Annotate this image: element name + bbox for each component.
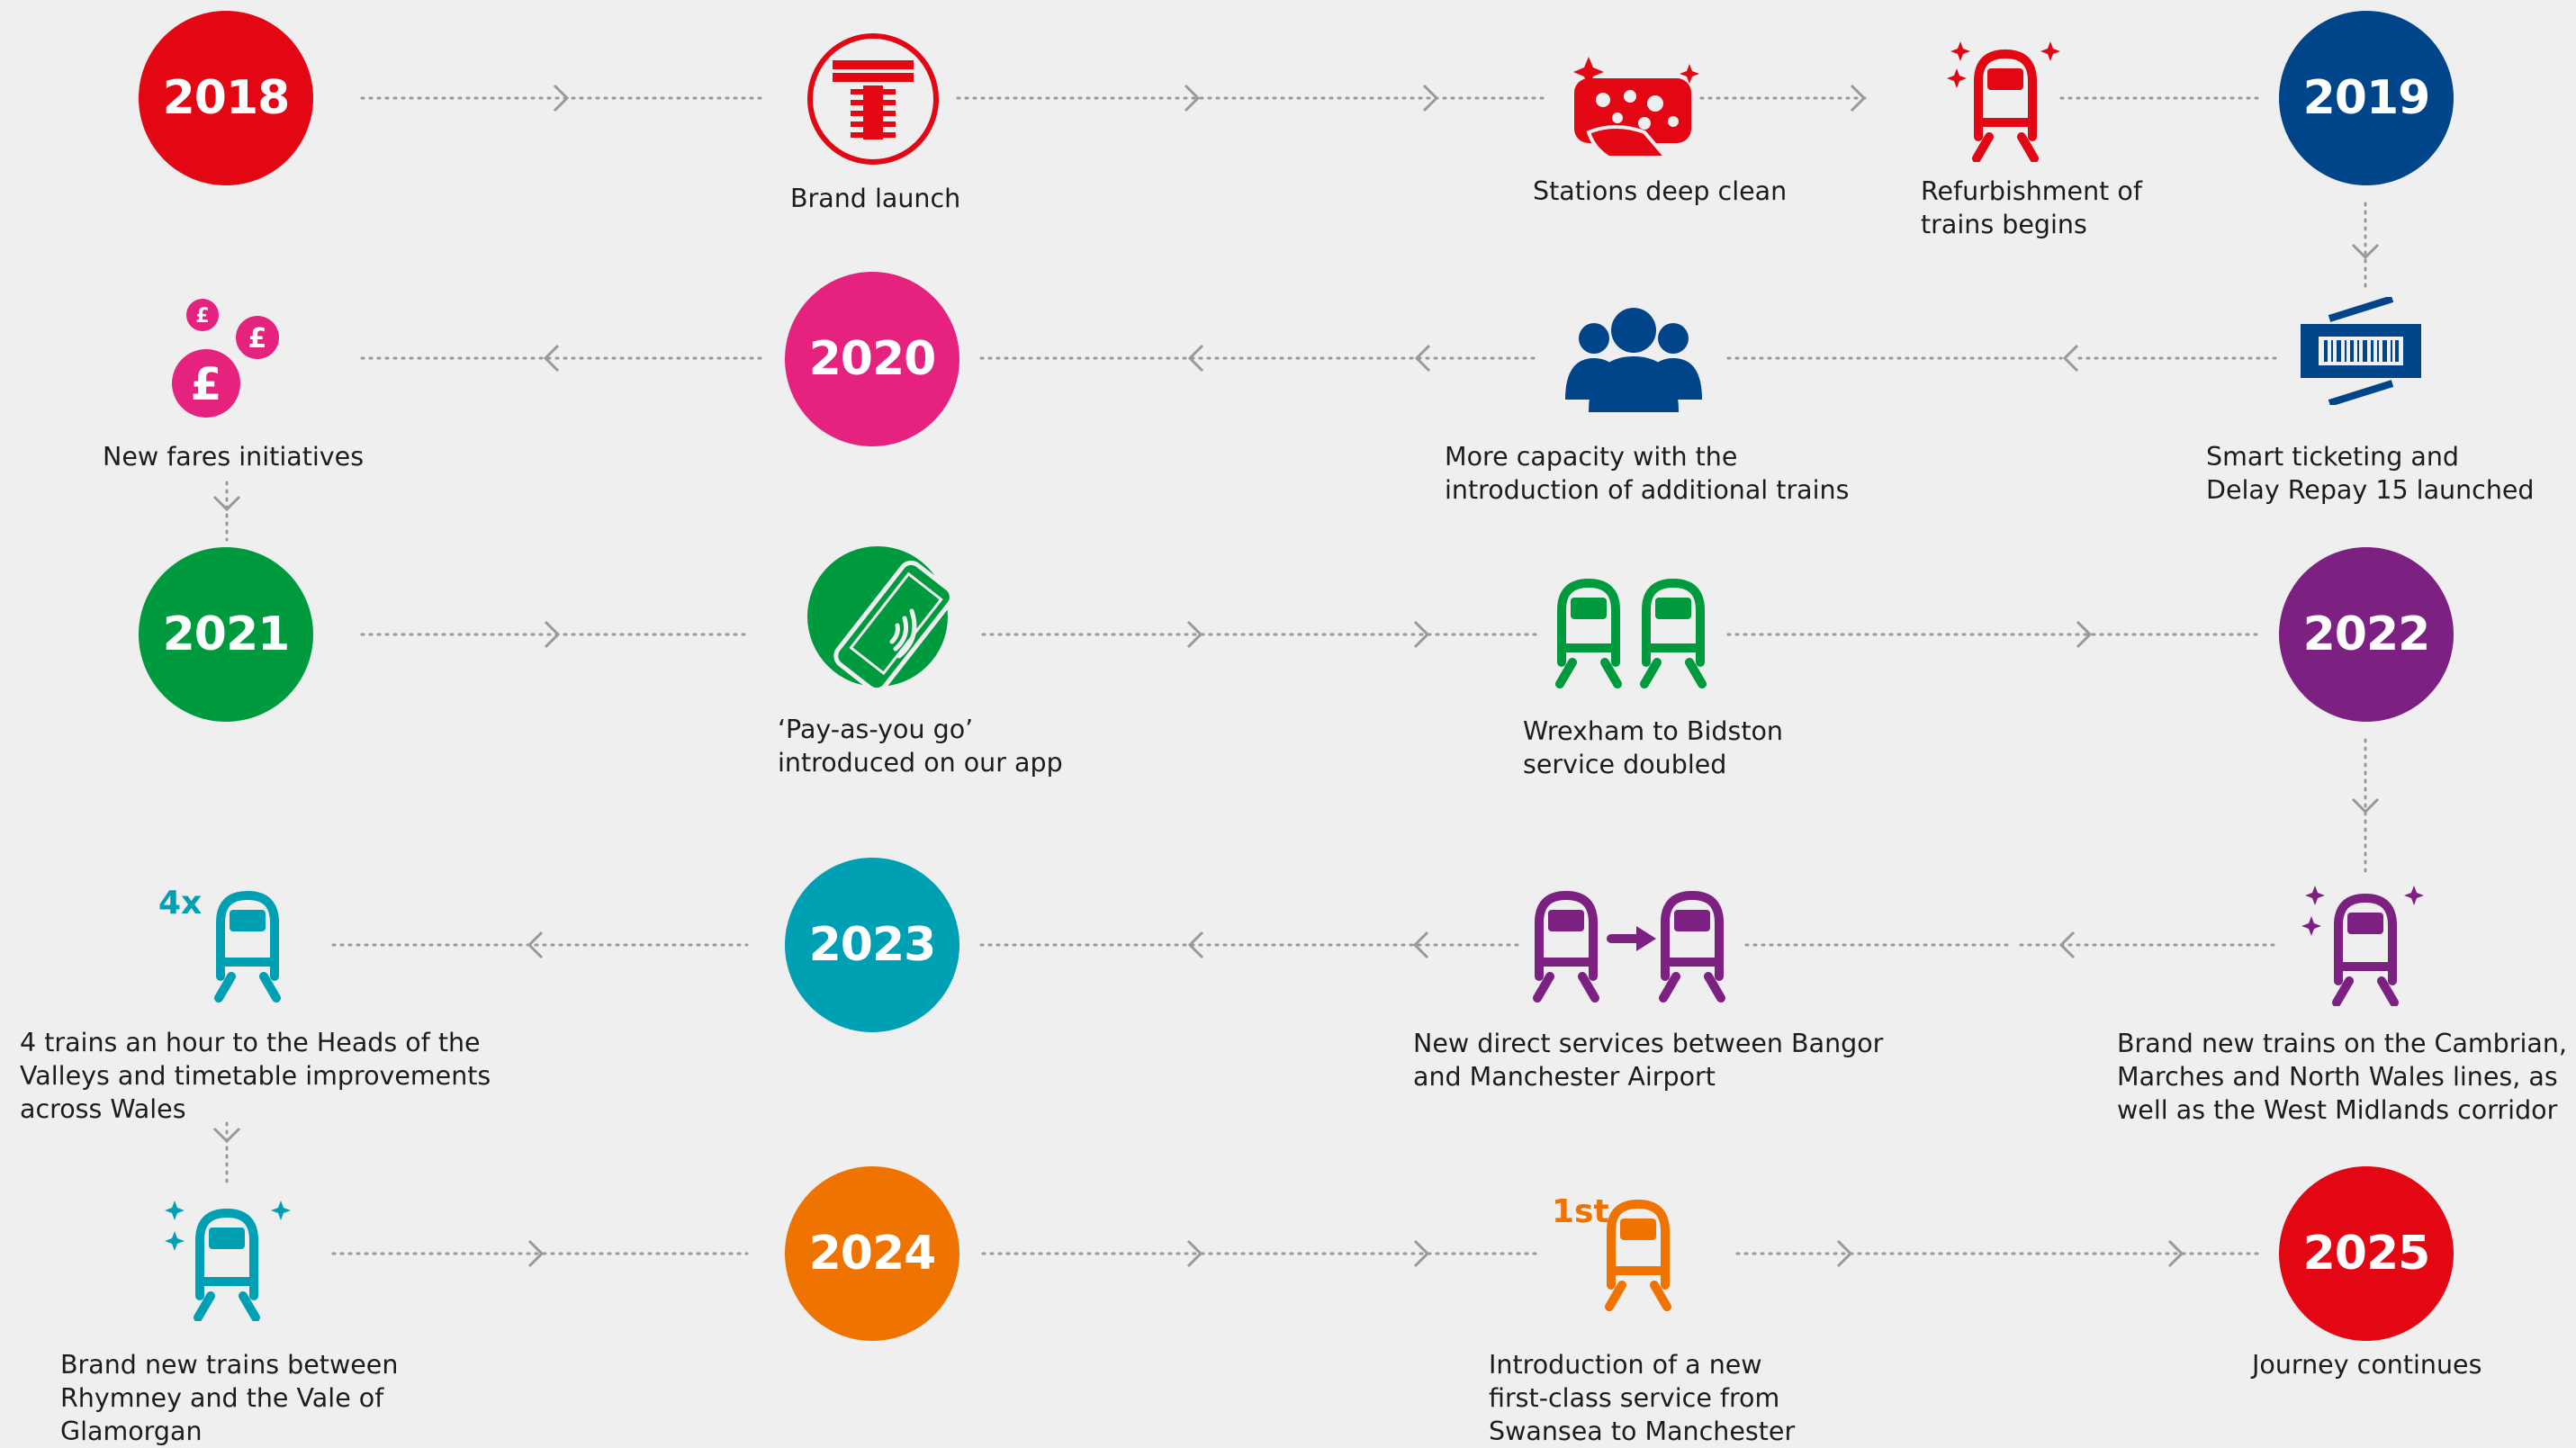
- event-first-class: Introduction of a new first-class servic…: [1489, 1350, 1796, 1446]
- connector-arrow: [2351, 797, 2380, 814]
- first-class-badge: 1st: [1552, 1193, 1609, 1230]
- sparkle-train-icon: [2301, 886, 2424, 1006]
- connector-arrow: [544, 620, 561, 649]
- connector-arrow: [1186, 1239, 1203, 1268]
- four-x-badge: 4x: [158, 885, 203, 922]
- connector-arrow: [2351, 243, 2380, 260]
- event-new-fares: New fares initiatives: [103, 442, 365, 472]
- event-cambrian: Brand new trains on the Cambrian, Marche…: [2117, 1029, 2567, 1125]
- connector-arrow: [1413, 1239, 1430, 1268]
- svg-text:£: £: [191, 358, 222, 410]
- event-payg: ‘Pay-as-you go’ introduced on our app: [778, 715, 1063, 778]
- connector-arrow: [553, 84, 570, 112]
- train-to-train-icon: [1533, 890, 1725, 1003]
- people-group-icon: [1565, 308, 1702, 412]
- svg-text:£: £: [248, 323, 267, 355]
- connector-arrow: [527, 1239, 545, 1268]
- connector-arrow: [212, 495, 241, 512]
- train-icon: [214, 890, 281, 1003]
- connector-arrow: [1412, 931, 1429, 959]
- event-smart-ticketing: Smart ticketing and Delay Repay 15 launc…: [2206, 442, 2535, 505]
- train-icon: [1605, 1199, 1671, 1311]
- event-wrexham: Wrexham to Bidston service doubled: [1523, 716, 1783, 779]
- svg-text:£: £: [195, 305, 209, 328]
- connector-arrow: [543, 344, 560, 373]
- year-2023: 2023: [785, 858, 959, 1032]
- sparkle-train-icon: [165, 1201, 291, 1321]
- event-capacity: More capacity with the introduction of a…: [1445, 442, 1850, 505]
- tfw-logo-icon: [807, 33, 939, 165]
- event-refurbishment: Refurbishment of trains begins: [1921, 176, 2142, 239]
- double-train-icon: [1555, 578, 1707, 688]
- connector-arrow: [1187, 931, 1204, 959]
- connector-arrow: [2062, 344, 2079, 373]
- event-journey-continues: Journey continues: [2252, 1350, 2482, 1380]
- connector-arrow: [2076, 620, 2093, 649]
- connector-arrow: [1187, 344, 1204, 373]
- pound-coins-icon: £ £ £: [172, 299, 279, 418]
- connector-arrow: [1836, 1239, 1853, 1268]
- event-deep-clean: Stations deep clean: [1533, 176, 1788, 206]
- year-2020: 2020: [785, 272, 959, 446]
- connector-arrow: [2167, 1239, 2184, 1268]
- connector-arrow: [2058, 931, 2076, 959]
- smart-ticket-icon: [2301, 297, 2421, 405]
- sponge-cleaning-icon: [1573, 57, 1699, 159]
- connector-arrow: [1184, 84, 1201, 112]
- year-2018: 2018: [139, 11, 313, 185]
- connector-arrow: [1422, 84, 1439, 112]
- connector-arrow: [1414, 344, 1431, 373]
- year-2025: 2025: [2279, 1166, 2454, 1341]
- year-2024: 2024: [785, 1166, 959, 1341]
- connector-arrow: [212, 1127, 241, 1144]
- event-rhymney: Brand new trains between Rhymney and the…: [60, 1350, 399, 1446]
- year-2022: 2022: [2279, 547, 2454, 722]
- year-2019: 2019: [2279, 11, 2454, 185]
- connector-arrow: [527, 931, 544, 959]
- connector-arrow: [1850, 84, 1867, 112]
- phone-contactless-icon: [807, 546, 954, 693]
- event-brand-launch: Brand launch: [790, 184, 961, 213]
- connector-arrow: [1186, 620, 1203, 649]
- event-heads-of-valleys: 4 trains an hour to the Heads of the Val…: [20, 1028, 491, 1124]
- sparkle-train-icon: [1947, 41, 2060, 162]
- connector-arrow: [1413, 620, 1430, 649]
- event-bangor: New direct services between Bangor and M…: [1413, 1029, 1884, 1092]
- year-2021: 2021: [139, 547, 313, 722]
